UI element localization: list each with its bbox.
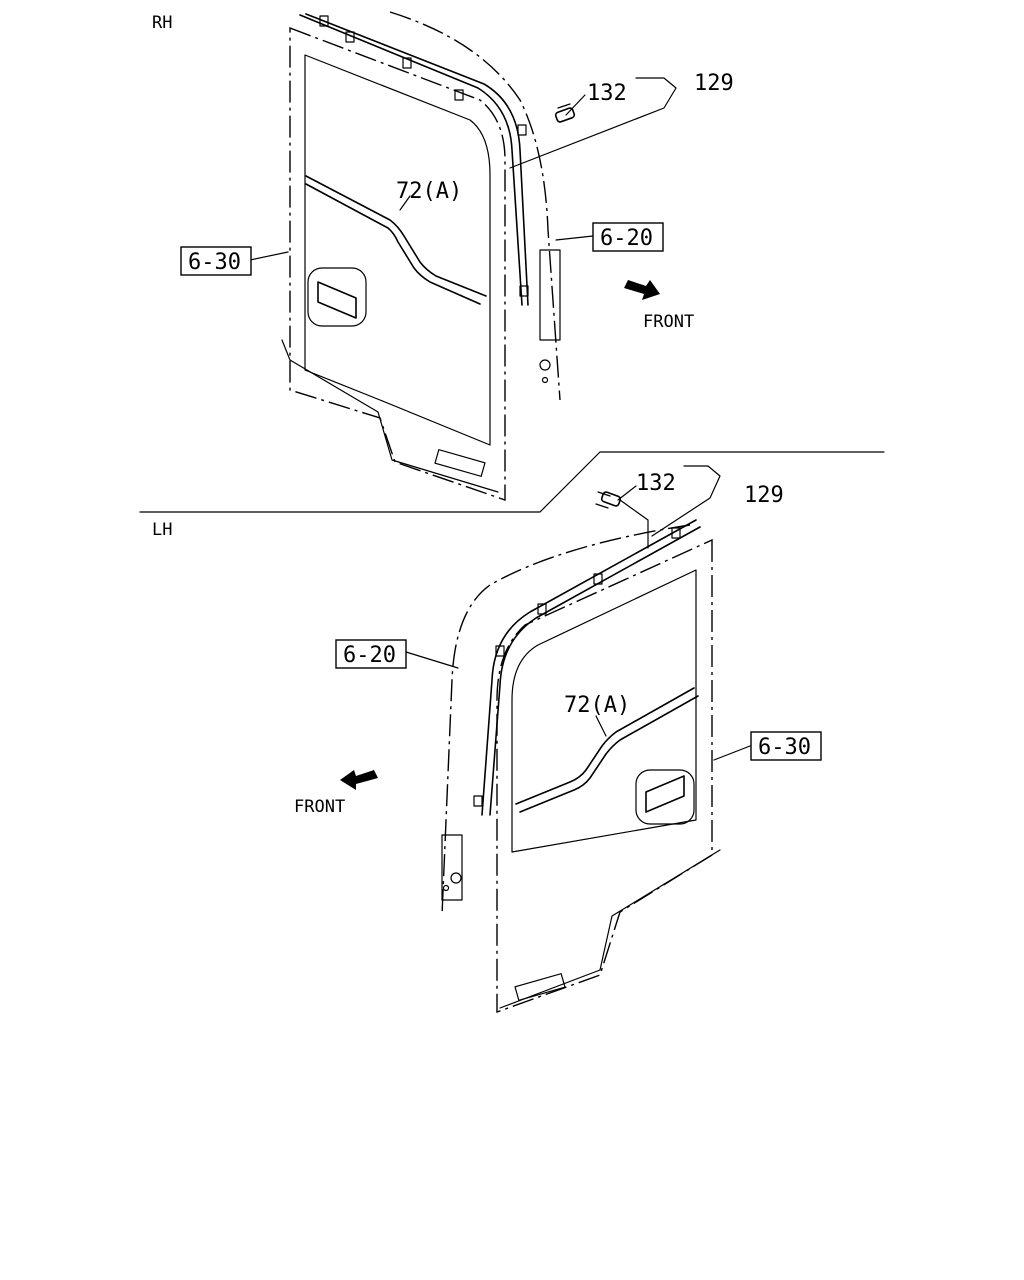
lh-body-hinge-bracket <box>441 834 463 901</box>
lh-body-pillar <box>441 524 691 916</box>
rh-body-pillar <box>389 11 561 401</box>
lh-ref-630-box <box>750 731 822 761</box>
lh-moulding-72a <box>515 687 699 813</box>
rh-plug-132 <box>554 103 576 123</box>
lh-label-72a: 72(A) <box>564 693 630 718</box>
rh-leader-620 <box>555 235 594 241</box>
lh-ref-630: 6-30 <box>758 735 811 760</box>
rh-window-frame <box>304 54 491 446</box>
rh-door-handle <box>317 281 357 319</box>
rh-door-bottom-panel <box>281 339 499 493</box>
rh-front-arrow-icon <box>624 280 660 300</box>
lh-weatherstrip-129 <box>481 519 701 816</box>
lh-door-outline <box>496 538 713 1013</box>
lh-label-132: 132 <box>636 471 676 496</box>
rh-leader-132 <box>565 94 586 116</box>
rh-body-hinge-pin <box>541 376 549 384</box>
section-divider <box>139 451 885 513</box>
lh-ref-620-box <box>335 639 407 669</box>
lh-section-label: LH <box>152 520 172 540</box>
rh-door-group: 132 129 72(A) 6-30 6-20 FRONT <box>180 11 734 501</box>
rh-body-hinge-hole <box>539 359 551 371</box>
rh-door-handle-recess <box>307 267 367 327</box>
lh-body-hinge-hole <box>450 872 462 884</box>
rh-ref-630-box <box>180 246 252 276</box>
rh-leader-72a <box>399 195 411 211</box>
lh-leader-72a <box>595 715 607 737</box>
lh-door-group: 132 129 72(A) 6-30 6-20 FRONT <box>294 465 822 1013</box>
rh-moulding-72a <box>305 175 487 305</box>
rh-door-outline <box>289 26 506 501</box>
lh-plug-132 <box>595 491 622 509</box>
lh-leader-132 <box>617 485 637 501</box>
rh-weatherstrip-129 <box>299 13 529 306</box>
lh-weatherstrip-clips <box>473 527 681 807</box>
rh-ref-620-box <box>592 222 664 252</box>
rh-label-132: 132 <box>587 81 627 106</box>
lh-leader-129 <box>651 465 721 537</box>
lh-bottom-trim <box>514 973 566 1001</box>
lh-leader-630 <box>713 745 751 761</box>
lh-front-arrow-icon <box>340 770 378 790</box>
rh-ref-630: 6-30 <box>188 250 241 275</box>
rh-bottom-trim <box>434 449 486 477</box>
lh-door-bottom-panel <box>499 849 721 1009</box>
lh-label-129: 129 <box>744 483 784 508</box>
rh-leader-630 <box>249 251 289 261</box>
lh-door-handle-recess <box>635 769 695 825</box>
rh-front-label: FRONT <box>643 312 694 332</box>
rh-leader-129 <box>509 77 677 169</box>
rh-ref-620: 6-20 <box>600 226 653 251</box>
lh-window-frame <box>511 569 697 853</box>
rh-body-hinge-bracket <box>539 249 561 341</box>
lh-front-label: FRONT <box>294 797 345 817</box>
rh-weatherstrip-clips <box>319 15 529 297</box>
rh-label-72a: 72(A) <box>396 179 462 204</box>
lh-leader-plug <box>619 499 649 549</box>
lh-leader-620 <box>405 651 459 669</box>
rh-label-129: 129 <box>694 71 734 96</box>
lh-ref-620: 6-20 <box>343 643 396 668</box>
lh-body-hinge-pin <box>442 884 450 892</box>
lh-door-handle <box>645 775 685 813</box>
rh-section-label: RH <box>152 13 172 33</box>
